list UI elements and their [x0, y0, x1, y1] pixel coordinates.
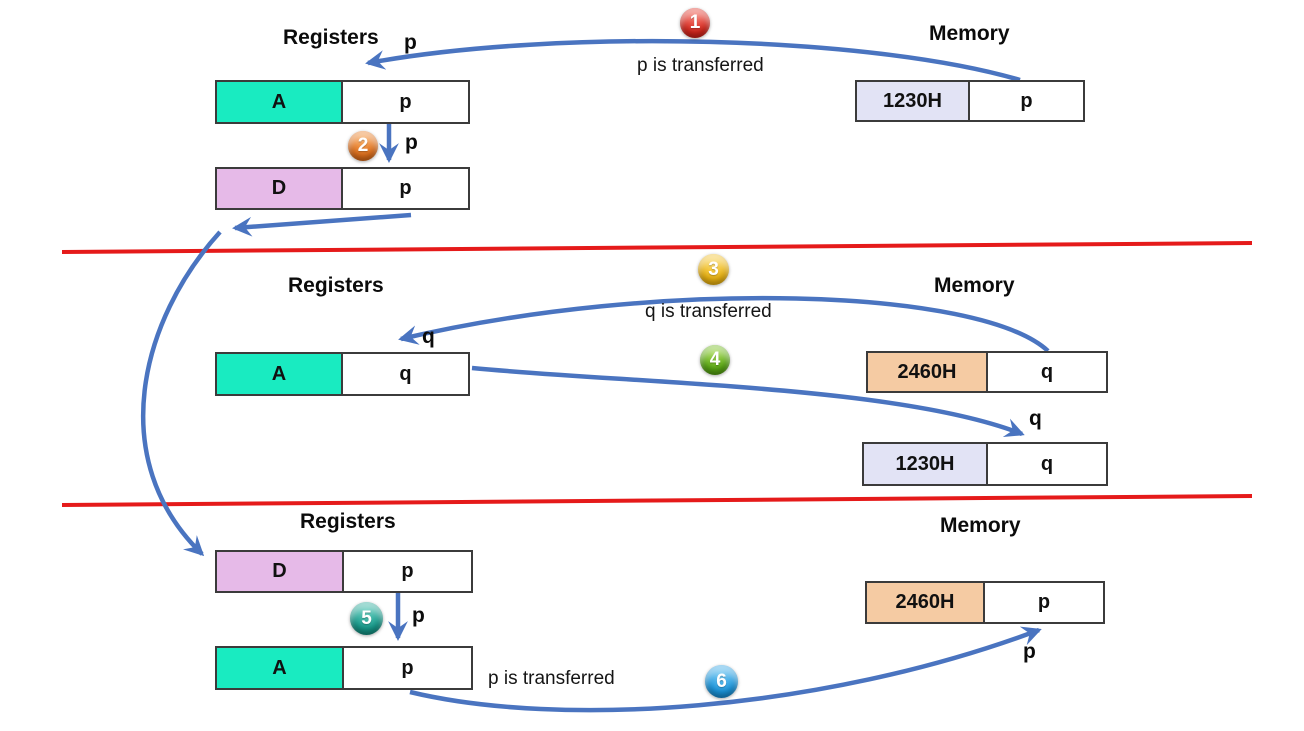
- arrow4-label: q: [1029, 407, 1042, 430]
- transfer-note-2: q is transferred: [645, 301, 772, 322]
- memory-1230-address-1: 1230H: [855, 80, 970, 122]
- memory-1230-box-1: 1230H p: [855, 80, 1085, 122]
- step-badge-3: 3: [698, 254, 729, 285]
- registers-heading-1: Registers: [283, 26, 379, 49]
- memory-2460-box-2: 2460H q: [866, 351, 1108, 393]
- memory-2460-box-3: 2460H p: [865, 581, 1105, 624]
- step-badge-4: 4: [700, 345, 730, 375]
- arrow3-label: q: [422, 325, 435, 348]
- arrow-carry-d-to-section3: [141, 230, 222, 557]
- step-badge-6: 6: [705, 665, 738, 698]
- register-a-box-3: A p: [215, 646, 473, 690]
- step-badge-2: 2: [348, 131, 378, 161]
- register-d-name-3: D: [215, 550, 344, 593]
- register-a-name-3: A: [215, 646, 344, 690]
- memory-2460-address-2: 2460H: [866, 351, 988, 393]
- memory-2460-value-3: p: [985, 581, 1105, 624]
- register-a-name-1: A: [215, 80, 343, 124]
- arrow6-label: p: [1023, 640, 1036, 663]
- arrow-reg-d-out: [232, 212, 412, 237]
- registers-heading-2: Registers: [288, 274, 384, 297]
- memory-heading-1: Memory: [929, 22, 1010, 45]
- register-d-value-3: p: [344, 550, 473, 593]
- memory-1230-value-1: p: [970, 80, 1085, 122]
- memory-1230-value-2: q: [988, 442, 1108, 486]
- memory-heading-2: Memory: [934, 274, 1015, 297]
- arrow5-label: p: [412, 604, 425, 627]
- arrow2-label: p: [405, 131, 418, 154]
- memory-1230-box-2: 1230H q: [862, 442, 1108, 486]
- registers-heading-3: Registers: [300, 510, 396, 533]
- register-a-name-2: A: [215, 352, 343, 396]
- register-a-value-3: p: [344, 646, 473, 690]
- section-divider-1: [61, 241, 1253, 254]
- register-a-box-1: A p: [215, 80, 470, 124]
- memory-heading-3: Memory: [940, 514, 1021, 537]
- memory-2460-value-2: q: [988, 351, 1108, 393]
- register-a-value-1: p: [343, 80, 470, 124]
- transfer-note-3: p is transferred: [488, 668, 615, 689]
- transfer-note-1: p is transferred: [637, 55, 764, 76]
- register-d-name-1: D: [215, 167, 343, 210]
- register-a-box-2: A q: [215, 352, 470, 396]
- arrow1-label: p: [404, 31, 417, 54]
- step-badge-5: 5: [350, 602, 383, 635]
- memory-1230-address-2: 1230H: [862, 442, 988, 486]
- register-d-value-1: p: [343, 167, 470, 210]
- step-badge-1: 1: [680, 8, 710, 38]
- memory-2460-address-3: 2460H: [865, 581, 985, 624]
- register-d-box-3: D p: [215, 550, 473, 593]
- register-a-value-2: q: [343, 352, 470, 396]
- section-divider-2: [61, 494, 1253, 507]
- register-d-box-1: D p: [215, 167, 470, 210]
